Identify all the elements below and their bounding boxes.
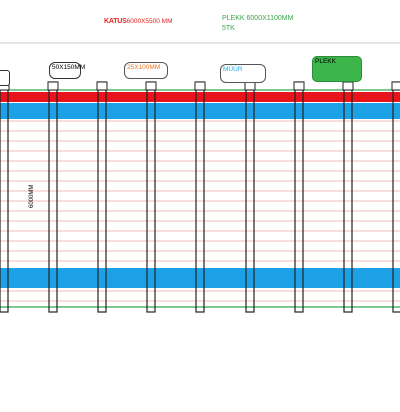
- callout-batten: 25X100MM: [124, 62, 168, 79]
- rafter-cap: [293, 81, 305, 91]
- callout-sheet: PLEKK: [312, 56, 362, 82]
- rafter-cap: [96, 81, 108, 91]
- blue-band-bottom: [0, 268, 400, 288]
- rafter-cap: [194, 81, 206, 91]
- rafter-cap: [342, 81, 354, 91]
- callout-rafter: 50X150MM: [49, 62, 85, 79]
- rafter-cap: [391, 81, 400, 91]
- red-band: [0, 92, 400, 102]
- dimension-length: 6000MM: [29, 184, 35, 208]
- callout-left-edge: [0, 70, 10, 86]
- callout-wall: MÜÜR: [220, 64, 266, 83]
- blue-band-top: [0, 103, 400, 119]
- rafter-cap: [47, 81, 59, 91]
- katus-label: KATUS: [104, 18, 127, 25]
- katus-size: 6000X5500 MM: [126, 18, 173, 25]
- rafter-cap: [244, 81, 256, 91]
- plekk-count: 5TK: [222, 25, 235, 32]
- rafter-cap: [145, 81, 157, 91]
- plekk-title: PLEKK 6000X1100MM: [222, 15, 294, 22]
- katus-title: KATUS6000X5500 MM: [104, 18, 172, 26]
